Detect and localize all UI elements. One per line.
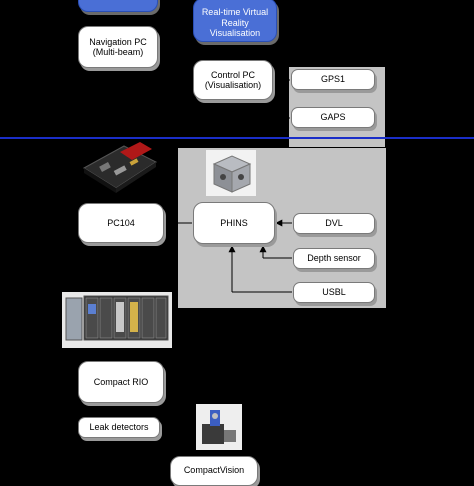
compact-rio-label: Compact RIO bbox=[93, 376, 149, 387]
depth-sensor-box: Depth sensor bbox=[293, 248, 375, 269]
vr-visualisation-label: Real-time Virtual Reality Visualisation bbox=[201, 7, 269, 39]
rack-modules-icon bbox=[62, 292, 172, 348]
gps1-label: GPS1 bbox=[320, 74, 345, 85]
gaps-box: GAPS bbox=[291, 107, 375, 128]
pc104-box: PC104 bbox=[78, 203, 164, 243]
dvl-box: DVL bbox=[293, 213, 375, 234]
control-pc-label: Control PC (Visualisation) bbox=[204, 69, 262, 90]
surface-subsea-divider bbox=[0, 137, 474, 139]
dvl-label: DVL bbox=[325, 218, 343, 229]
leak-detectors-box: Leak detectors bbox=[78, 417, 160, 438]
pc104-label: PC104 bbox=[107, 217, 135, 228]
vr-visualisation-box: Real-time Virtual Reality Visualisation bbox=[193, 0, 277, 42]
gaps-label: GAPS bbox=[320, 112, 346, 123]
phins-box: PHINS bbox=[193, 202, 275, 244]
compact-vision-label: CompactVision bbox=[183, 465, 245, 475]
phins-label: PHINS bbox=[220, 217, 248, 228]
upper-left-cropped-box bbox=[78, 0, 158, 12]
inertial-unit-icon bbox=[206, 150, 256, 196]
compact-vision-box: CompactVision bbox=[170, 456, 258, 486]
usbl-label: USBL bbox=[322, 287, 346, 298]
usbl-box: USBL bbox=[293, 282, 375, 303]
circuit-board-icon bbox=[83, 142, 158, 193]
depth-sensor-label: Depth sensor bbox=[307, 253, 361, 264]
leak-detectors-label: Leak detectors bbox=[89, 422, 149, 433]
camera-device-icon bbox=[196, 404, 242, 450]
navigation-pc-box: Navigation PC (Multi-beam) bbox=[78, 26, 158, 68]
gps1-box: GPS1 bbox=[291, 69, 375, 90]
navigation-pc-label: Navigation PC (Multi-beam) bbox=[89, 36, 147, 57]
control-pc-box: Control PC (Visualisation) bbox=[193, 60, 273, 100]
compact-rio-box: Compact RIO bbox=[78, 361, 164, 403]
